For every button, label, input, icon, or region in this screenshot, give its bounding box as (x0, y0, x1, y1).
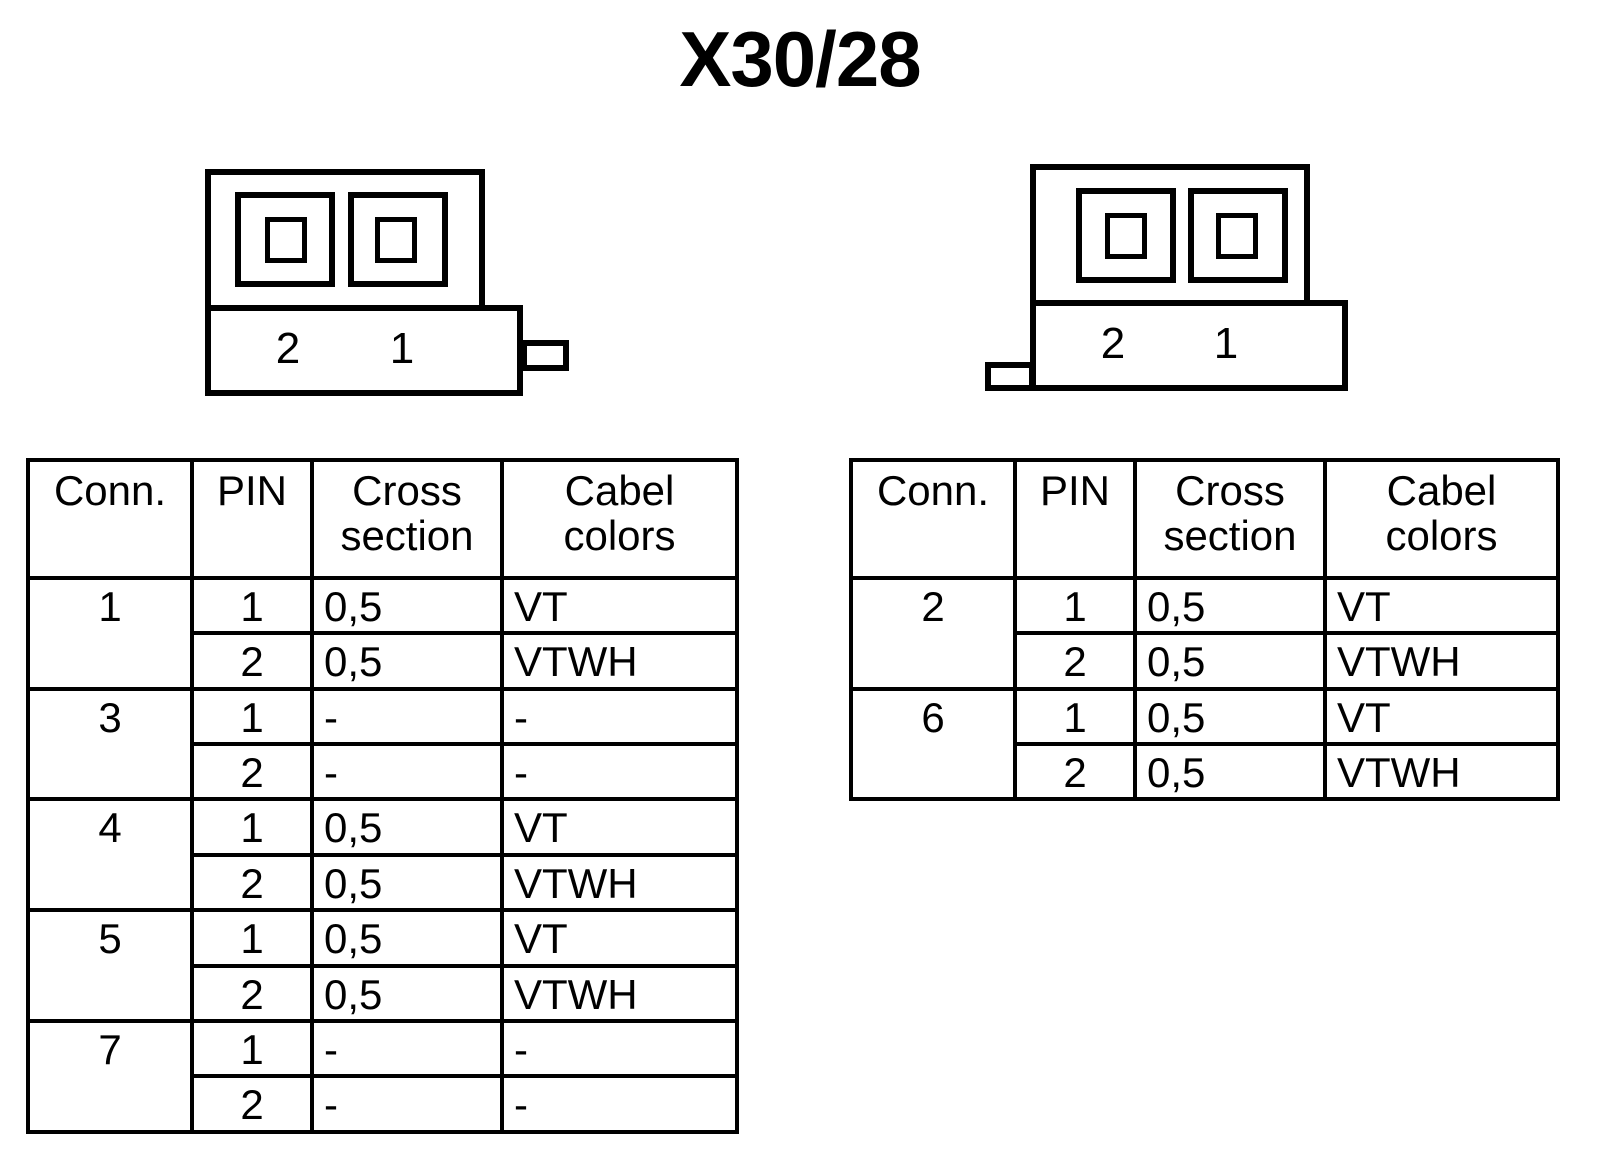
cell-cabel-color: - (500, 1074, 739, 1134)
cell-cross-section: - (310, 1074, 504, 1134)
cell-cross-section: 0,5 (310, 852, 504, 913)
connector-left-pin-1-inner-square (375, 217, 417, 263)
cell-cross-section: 0,5 (310, 797, 504, 857)
cell-conn: 2 (849, 576, 1017, 691)
cell-cross-section: - (310, 742, 504, 802)
cell-cabel-color: - (500, 1018, 739, 1079)
cell-cross-section: - (310, 1018, 504, 1079)
table-row: 2-- (28, 742, 739, 802)
cell-cabel-color: VTWH (1323, 631, 1560, 691)
connector-right-pin-2-inner-square (1105, 213, 1147, 259)
cell-pin: 1 (190, 1018, 314, 1079)
cell-cross-section: 0,5 (310, 908, 504, 968)
connector-left-pin-label-2: 2 (275, 324, 301, 373)
column-header-pin: PIN (190, 458, 314, 580)
connector-right-lower-housing (1030, 300, 1348, 391)
column-header-conn: Conn. (26, 458, 194, 580)
cell-cross-section: 0,5 (1133, 686, 1327, 747)
cell-cabel-color: VT (500, 908, 739, 968)
cell-pin: 1 (1013, 575, 1137, 636)
connector-right-pin-label-1: 1 (1213, 319, 1239, 368)
cell-cabel-color: VTWH (500, 631, 739, 691)
page-title: X30/28 (679, 15, 921, 103)
cell-pin: 2 (190, 742, 314, 802)
cell-pin: 1 (190, 908, 314, 968)
cell-cabel-color: - (500, 742, 739, 802)
cell-cross-section: 0,5 (310, 963, 504, 1023)
cell-cross-section: 0,5 (1133, 742, 1327, 802)
cell-pin: 2 (190, 1074, 314, 1134)
connector-left-pin-2-inner-square (265, 217, 307, 263)
connector-right-pin-1-inner-square (1216, 213, 1258, 259)
table-row: 2-- (28, 1074, 739, 1134)
cell-pin: 2 (1013, 631, 1137, 691)
cell-cross-section: 0,5 (1133, 631, 1327, 691)
cell-conn: 7 (26, 1018, 194, 1134)
cell-cross-section: 0,5 (310, 575, 504, 636)
cell-conn: 1 (26, 576, 194, 691)
cell-pin: 1 (190, 575, 314, 636)
cell-cabel-color: VTWH (500, 852, 739, 913)
cell-cabel-color: - (500, 686, 739, 747)
connector-left-latch-tab (521, 340, 569, 371)
column-header-conn: Conn. (849, 458, 1017, 580)
cell-pin: 1 (1013, 686, 1137, 747)
connector-right-latch-tab (985, 362, 1035, 391)
cell-pin: 2 (190, 963, 314, 1023)
connector-right-pin-label-2: 2 (1100, 319, 1126, 368)
cell-pin: 1 (190, 686, 314, 747)
cell-pin: 2 (1013, 742, 1137, 802)
column-header-pin: PIN (1013, 458, 1137, 580)
cell-cross-section: 0,5 (1133, 575, 1327, 636)
cell-cabel-color: VT (1323, 686, 1560, 747)
connector-left-lower-housing (205, 305, 523, 396)
cell-pin: 1 (190, 797, 314, 857)
connector-right-diagram: 2 1 (0, 0, 1600, 420)
connector-left-pin-label-1: 1 (389, 324, 415, 373)
cell-cabel-color: VT (1323, 575, 1560, 636)
cell-cabel-color: VT (500, 575, 739, 636)
cell-pin: 2 (190, 631, 314, 691)
cell-conn: 6 (849, 686, 1017, 802)
connector-left-diagram: 2 1 (0, 0, 600, 420)
cell-pin: 2 (190, 852, 314, 913)
cell-cabel-color: VTWH (1323, 742, 1560, 802)
cell-conn: 5 (26, 908, 194, 1023)
cell-conn: 3 (26, 686, 194, 802)
cell-cross-section: 0,5 (310, 631, 504, 691)
cell-cabel-color: VT (500, 797, 739, 857)
cell-cross-section: - (310, 686, 504, 747)
cell-cabel-color: VTWH (500, 963, 739, 1023)
cell-conn: 4 (26, 797, 194, 913)
